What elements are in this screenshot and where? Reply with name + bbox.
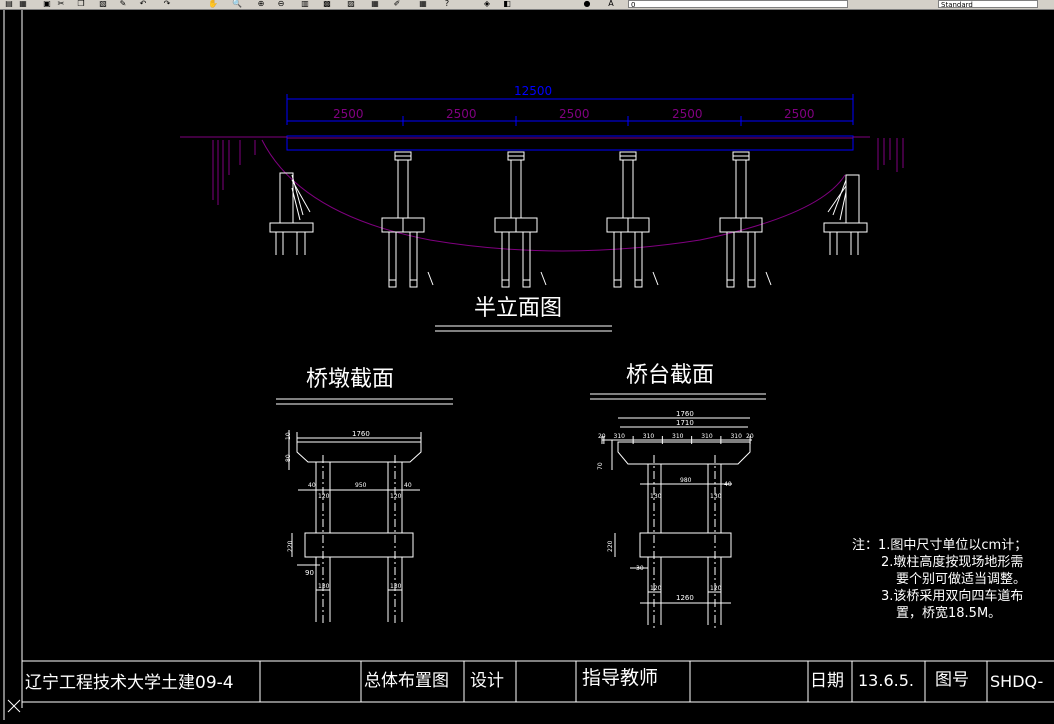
note-line: 3.该桥采用双向四车道布 — [881, 588, 1023, 604]
drawing-no: SHDQ- — [990, 672, 1043, 691]
date-value: 13.6.5. — [858, 671, 914, 690]
abutment-inner-dim: 980 — [680, 477, 692, 484]
school-name: 辽宁工程技术大学土建09-4 — [25, 673, 234, 693]
right-abutment — [823, 174, 868, 255]
slope-hatch-left — [212, 140, 256, 205]
left-abutment — [269, 172, 314, 255]
abutment-segment-dim: 310 — [672, 433, 684, 440]
span-label: 2500 — [446, 107, 477, 121]
undo-icon[interactable]: ↶ — [139, 0, 147, 8]
redo-icon[interactable]: ↷ — [163, 0, 171, 8]
print-icon[interactable]: ▣ — [43, 0, 51, 8]
zoom-previous-icon[interactable]: ⊖ — [277, 0, 285, 8]
copy-icon[interactable]: ❐ — [77, 0, 85, 8]
total-span-label: 12500 — [514, 84, 552, 98]
zoom-realtime-icon[interactable]: 🔍 — [232, 0, 242, 8]
advisor-label: 指导教师 — [582, 667, 658, 689]
pier — [606, 151, 659, 288]
abutment-width-label: 1760 — [676, 410, 694, 418]
color-icon[interactable]: ● — [583, 0, 591, 8]
riverbed-line — [261, 139, 846, 252]
paste-icon[interactable]: ▧ — [99, 0, 107, 8]
cut-icon[interactable]: ✂ — [57, 0, 65, 8]
design-center-icon[interactable]: ▩ — [323, 0, 331, 8]
slope-hatch-right — [877, 138, 904, 172]
pier-dim: 40 — [404, 482, 412, 489]
pier-width-label: 1760 — [352, 430, 370, 438]
abutment-bottom-dim: 1260 — [676, 594, 694, 602]
text-style-icon[interactable]: A — [608, 0, 614, 8]
title-block: 辽宁工程技术大学土建09-4 总体布置图 设计 指导教师 日期 13.6.5. … — [22, 660, 1054, 703]
pier-top-dim: 10 — [285, 432, 292, 440]
abutment-col-dim: 130 — [710, 493, 722, 500]
pier-dim: 40 — [308, 482, 316, 489]
pier-cap-dim: 80 — [285, 454, 292, 462]
abutment-col-dim: 130 — [650, 493, 662, 500]
drawing-name: 总体布置图 — [364, 671, 449, 691]
pier — [381, 151, 434, 288]
layer-dropdown[interactable]: 0 — [628, 0, 848, 8]
abutment-section: 桥台截面 1760 1710 20 310 310 310 310 310 20 70 98… — [590, 363, 766, 630]
pier-section-title: 桥墩截面 — [306, 367, 394, 392]
abutment-beam-dim: 220 — [607, 540, 614, 552]
drawing-no-label: 图号 — [935, 670, 969, 690]
tool-palette-icon[interactable]: ▨ — [347, 0, 355, 8]
match-icon[interactable]: ✎ — [119, 0, 127, 8]
pier-pile-dim: 130 — [390, 583, 402, 590]
pier-pile-dim: 130 — [318, 583, 330, 590]
abutment-section-title: 桥台截面 — [626, 363, 714, 388]
save-icon[interactable]: ▦ — [19, 0, 27, 8]
pier-inner-dim: 950 — [355, 482, 367, 489]
pier — [494, 151, 547, 288]
abutment-pile-dim: 120 — [650, 585, 662, 592]
pier — [719, 151, 772, 288]
pan-icon[interactable]: ✋ — [208, 0, 218, 8]
note-line: 注：1.图中尺寸单位以cm计； — [852, 538, 1027, 553]
abutment-segment-dim: 20 — [598, 433, 606, 440]
bridge-deck — [286, 135, 854, 151]
abutment-segments: 20 310 310 310 310 310 20 — [598, 433, 754, 444]
properties-icon[interactable]: ▥ — [301, 0, 309, 8]
design-label: 设计 — [470, 671, 504, 691]
abutment-inner-width-label: 1710 — [676, 419, 694, 427]
pier-col-dim: 120 — [318, 493, 330, 500]
markup-icon[interactable]: ✐ — [393, 0, 401, 8]
date-label: 日期 — [810, 671, 844, 691]
abutment-segment-dim: 310 — [730, 433, 742, 440]
help-icon[interactable]: ? — [444, 0, 450, 8]
pier-col-dim: 120 — [390, 493, 402, 500]
note-line: 置，桥宽18.5M。 — [896, 605, 1001, 621]
note-line: 2.墩柱高度按现场地形需 — [881, 554, 1023, 570]
abutment-offset-dim: 30 — [636, 565, 644, 572]
abutment-segment-dim: 310 — [643, 433, 655, 440]
abutment-segment-dim: 310 — [701, 433, 713, 440]
layer-state-icon[interactable]: ◧ — [503, 0, 511, 8]
notes-block: 注：1.图中尺寸单位以cm计； 2.墩柱高度按现场地形需 要个别可做适当调整。 … — [852, 538, 1027, 621]
abutment-pile-dim: 120 — [710, 585, 722, 592]
abutment-segment-dim: 20 — [746, 433, 754, 440]
layer-manager-icon[interactable]: ◈ — [483, 0, 491, 8]
span-label: 2500 — [333, 107, 364, 121]
abutment-side-dim: 40 — [724, 481, 732, 488]
pier-section: 桥墩截面 1760 10 80 40 950 40 120 120 220 90 — [276, 367, 453, 625]
abutment-cap-dim: 70 — [597, 462, 604, 470]
text-style-dropdown[interactable]: Standard — [938, 0, 1038, 8]
elevation-title: 半立面图 — [474, 296, 562, 321]
pier-beam-dim: 220 — [287, 540, 294, 552]
abutment-segment-dim: 310 — [614, 433, 626, 440]
span-label: 2500 — [784, 107, 815, 121]
span-label: 2500 — [672, 107, 703, 121]
calculator-icon[interactable]: ▦ — [419, 0, 427, 8]
drawing-canvas[interactable]: 12500 2500 2500 2500 2500 2500 — [0, 10, 1054, 720]
zoom-window-icon[interactable]: ⊕ — [257, 0, 265, 8]
standard-toolbar: ▤ ▦ ▣ ✂ ❐ ▧ ✎ ↶ ↷ ✋ 🔍 ⊕ ⊖ ▥ ▩ ▨ ▦ ✐ ▦? ◈ ◧ ● A 0 Standard — [0, 0, 1054, 10]
pier-offset-dim: 90 — [305, 569, 314, 577]
bridge-elevation: 12500 2500 2500 2500 2500 2500 — [180, 84, 904, 332]
span-label: 2500 — [559, 107, 590, 121]
piers-group — [381, 151, 772, 288]
open-icon[interactable]: ▤ — [5, 0, 13, 8]
note-line: 要个别可做适当调整。 — [896, 572, 1026, 587]
ucs-icon — [7, 699, 21, 713]
sheet-set-icon[interactable]: ▦ — [371, 0, 379, 8]
